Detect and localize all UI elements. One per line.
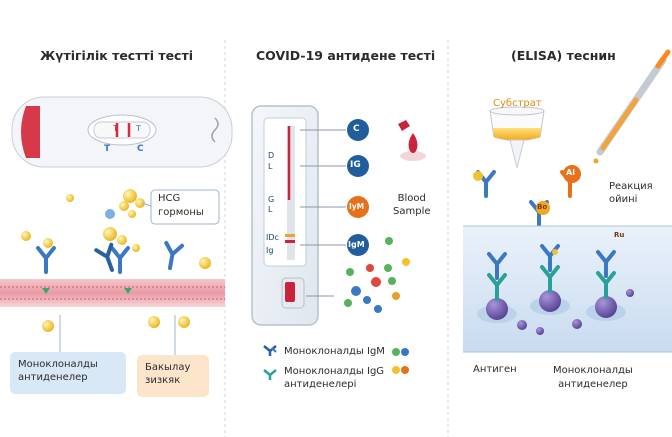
strip-letter-l: L xyxy=(268,162,273,171)
hcg-molecule-icon xyxy=(42,189,211,332)
strip-letter-g: G xyxy=(268,195,275,204)
monoclonal-label: Моноклоналды антиденелер xyxy=(18,359,98,383)
reaction-label: Реакция ойині xyxy=(609,181,653,205)
strip-letter-idc: IDc xyxy=(266,233,279,242)
marker-c-label: C xyxy=(353,124,360,134)
elisa-title: (ELISA) теснин xyxy=(511,48,616,63)
pregnancy-title: Жүтігілік тестті тесті xyxy=(40,48,193,63)
marker-ig-label: IG xyxy=(350,160,361,170)
control-label: Бакылау зизкяк xyxy=(145,362,191,386)
window-c-label: T xyxy=(136,124,141,133)
blood-sample-label: Blood Sample xyxy=(393,193,431,217)
enzyme-a-label: Al xyxy=(566,168,575,177)
strip-letter-l2: L xyxy=(268,205,273,214)
strip-t-label: T xyxy=(104,144,111,154)
covid-test-cassette xyxy=(251,105,319,326)
window-t-label: T xyxy=(113,124,118,133)
antigen-label: Антиген xyxy=(473,364,517,375)
control-box xyxy=(137,355,209,397)
enzyme-b-label: Bo xyxy=(537,203,548,211)
strip-letter-d: D xyxy=(268,151,275,160)
substrate-label: Субстрат xyxy=(493,98,542,109)
marker-circles xyxy=(347,119,369,256)
blood-drop-icon xyxy=(398,120,426,161)
legend-igg: Моноклоналды IgG антиденелері xyxy=(284,366,385,390)
marker-igm-label: IgM xyxy=(348,240,365,249)
monoclonal-box xyxy=(10,352,126,394)
pregnancy-test-device xyxy=(11,96,233,168)
legend-igm: Моноклоналды IgM xyxy=(284,346,385,357)
antibodies-label: Моноклоналды антиденелер xyxy=(553,365,633,390)
enzyme-c-label: Ru xyxy=(614,231,625,239)
hcg-label: HCG гормоны xyxy=(158,193,204,218)
covid-title: COVID-19 антидене тесті xyxy=(256,48,436,63)
antigen-sphere-icon xyxy=(344,258,410,313)
strip-c-label: C xyxy=(137,144,144,154)
antibody-y-icon xyxy=(21,227,185,275)
marker-iym-label: IyM xyxy=(349,202,365,211)
connector-lines xyxy=(300,129,346,297)
elisa-tray xyxy=(463,225,672,353)
legend-icons xyxy=(263,345,409,380)
beaker-icon xyxy=(489,106,545,169)
pipette-icon xyxy=(593,49,671,164)
hcg-callout xyxy=(150,189,220,225)
strip-letter-ig: Ig xyxy=(266,246,274,255)
membrane-strip xyxy=(0,279,225,307)
